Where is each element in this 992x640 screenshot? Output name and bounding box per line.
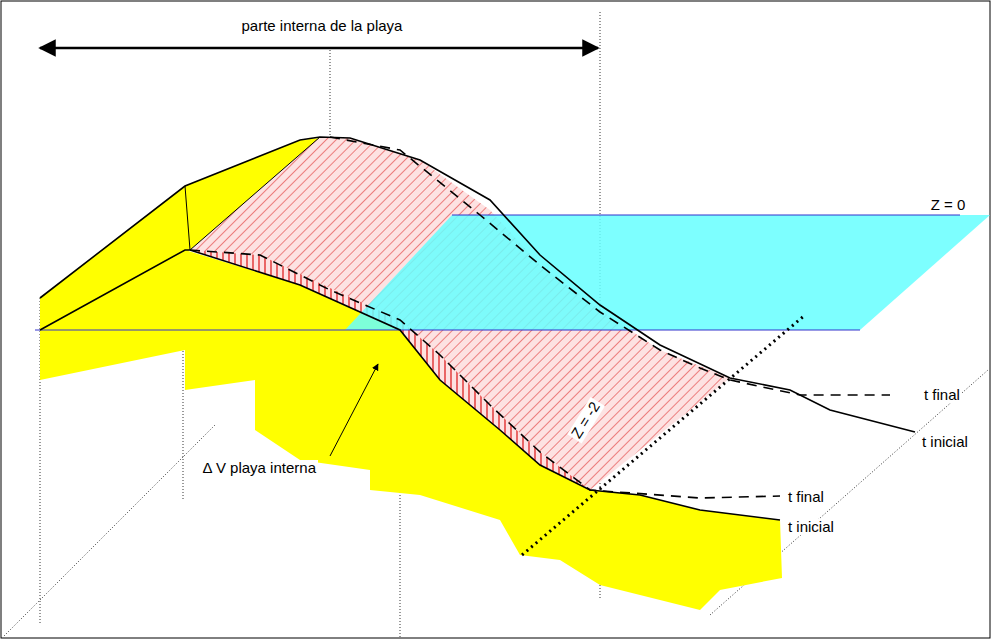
label-text: t final (786, 489, 826, 506)
extent-arrow (40, 47, 598, 50)
leader-arrow (330, 364, 378, 456)
water-line-back (452, 215, 960, 216)
water-plane (345, 215, 990, 330)
label-text: Δ V playa interna (201, 460, 318, 477)
label-text: Z = 0 (929, 197, 968, 214)
water-line-front (35, 330, 860, 331)
label-text: t inicial (920, 434, 970, 451)
profiles (40, 137, 915, 520)
label-text: t inicial (786, 519, 836, 536)
depth-line (522, 315, 805, 555)
label-text: parte interna de la playa (240, 18, 405, 35)
label-text: t final (922, 387, 962, 404)
